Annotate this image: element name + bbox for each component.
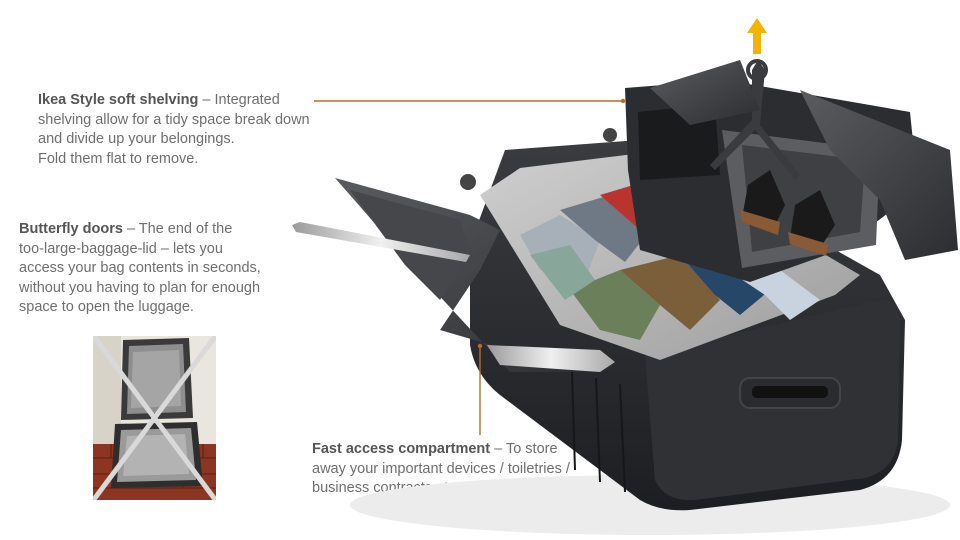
conventional-suitcase-photo: [93, 336, 216, 500]
callout-shelving-title: Ikea Style soft shelving: [38, 92, 199, 108]
callout-doors-title: Butterfly doors: [19, 221, 123, 237]
x-mark-icon: [93, 336, 216, 500]
fast-access-compartment: [487, 345, 615, 372]
telescoping-handle: [292, 222, 470, 262]
arrow-up-icon: [747, 18, 767, 54]
right-butterfly-door: [800, 90, 958, 260]
conventional-suitcase-image: [93, 336, 216, 500]
shoes: [740, 170, 835, 256]
leader-lines: [314, 100, 623, 435]
callout-fast-title: Fast access compartment: [312, 441, 491, 457]
